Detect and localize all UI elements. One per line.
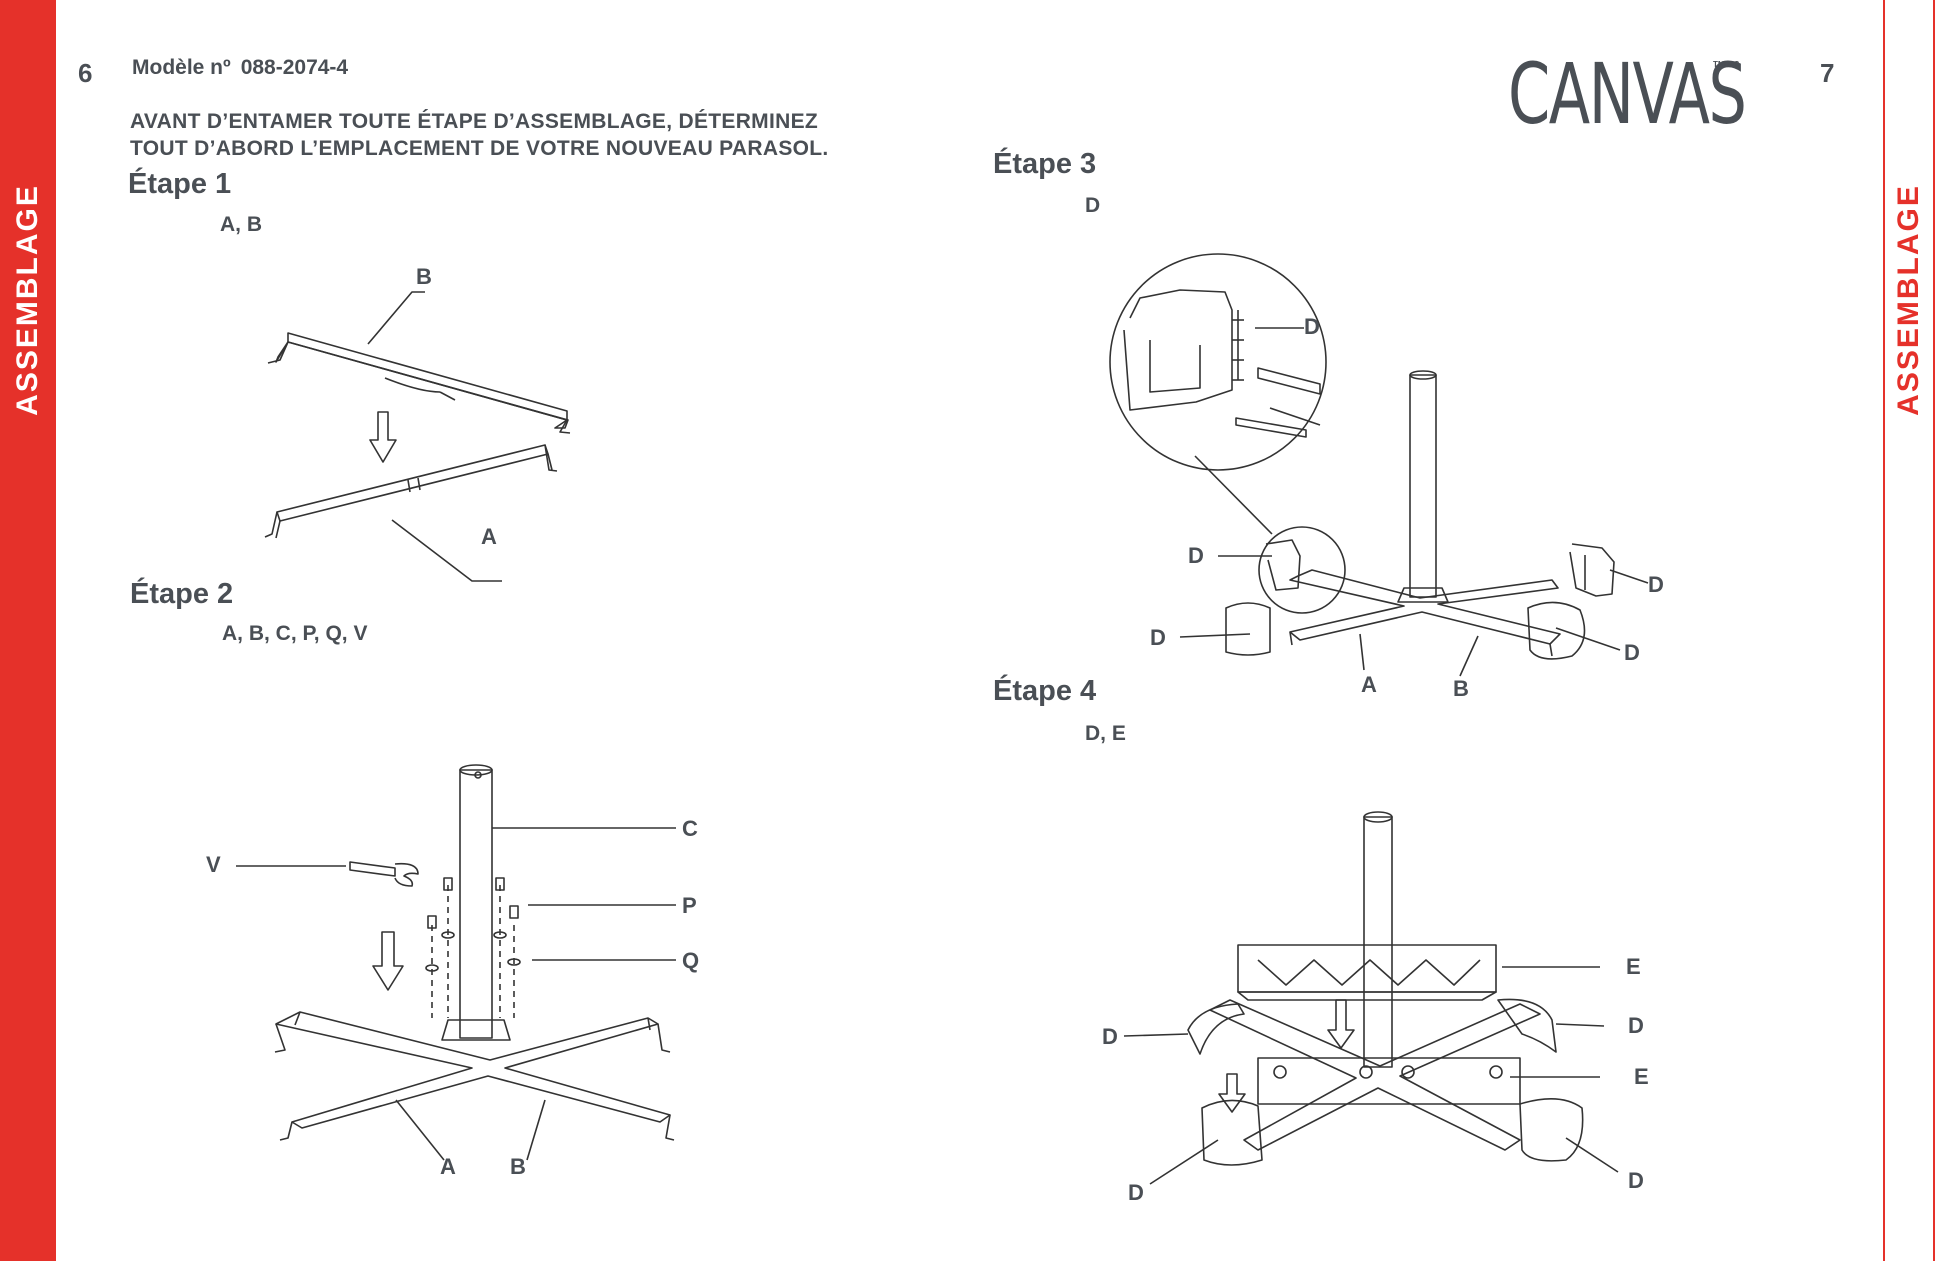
step4-bottom-plate-e: [1258, 1058, 1520, 1104]
step3-label-d1: D: [1304, 314, 1320, 339]
step3-label-d4: D: [1648, 572, 1664, 597]
step4-top-plate-e: [1238, 945, 1496, 1000]
step3-label-d5: D: [1624, 640, 1640, 665]
step2-screws-p: [428, 878, 518, 928]
step2-label-c: C: [682, 816, 698, 841]
step2-label-v: V: [206, 852, 221, 877]
step4-label-e1: E: [1626, 954, 1641, 979]
step3-leader-d5: [1556, 628, 1620, 650]
step4-feet-d: [1188, 999, 1583, 1165]
step4-arrow-bottom: [1219, 1074, 1245, 1112]
step2-wrench-v: [350, 862, 418, 886]
step2-label-q: Q: [682, 948, 699, 973]
step4-label-d3: D: [1128, 1180, 1144, 1205]
step4-leader-d2: [1556, 1024, 1604, 1026]
step4-pole: [1364, 812, 1392, 1067]
step3-detail-circle: [1259, 527, 1345, 613]
step2-leader-a: [396, 1100, 444, 1160]
step3-leader-d4: [1610, 570, 1648, 583]
step2-cross-base: [275, 1012, 674, 1140]
step1-leader-b: [368, 292, 425, 344]
step1-label-a: A: [481, 524, 497, 549]
step2-label-a: A: [440, 1154, 456, 1179]
step4-label-d2: D: [1628, 1013, 1644, 1038]
step3-leader-a: [1360, 634, 1364, 670]
step1-arrow-down: [370, 412, 396, 462]
step1-rail-b: [268, 333, 570, 433]
step2-leader-b: [527, 1100, 545, 1160]
step3-label-d3: D: [1150, 625, 1166, 650]
step3-feet-d: [1226, 540, 1614, 659]
step2-screw-guides: [432, 885, 514, 1018]
step4-arrow-top: [1328, 1000, 1354, 1048]
step3-leader-d3: [1180, 634, 1250, 637]
step3-label-b: B: [1453, 676, 1469, 701]
step1-label-b: B: [416, 264, 432, 289]
step3-pole: [1398, 371, 1448, 602]
step2-arrow-down: [373, 932, 403, 990]
step4-label-d4: D: [1628, 1168, 1644, 1193]
step4-label-e2: E: [1634, 1064, 1649, 1089]
step2-label-p: P: [682, 893, 697, 918]
step3-label-a: A: [1361, 672, 1377, 697]
step2-washers-q: [426, 932, 520, 971]
step3-detail-magnifier: [1110, 254, 1326, 534]
step2-label-b: B: [510, 1154, 526, 1179]
step4-leader-d4: [1566, 1138, 1618, 1172]
step3-cross: [1290, 570, 1560, 656]
step4-label-d1: D: [1102, 1024, 1118, 1049]
step3-leader-b: [1460, 636, 1478, 676]
step4-leader-d1: [1124, 1034, 1188, 1036]
step3-label-d2: D: [1188, 543, 1204, 568]
step1-rail-a: [265, 445, 557, 538]
